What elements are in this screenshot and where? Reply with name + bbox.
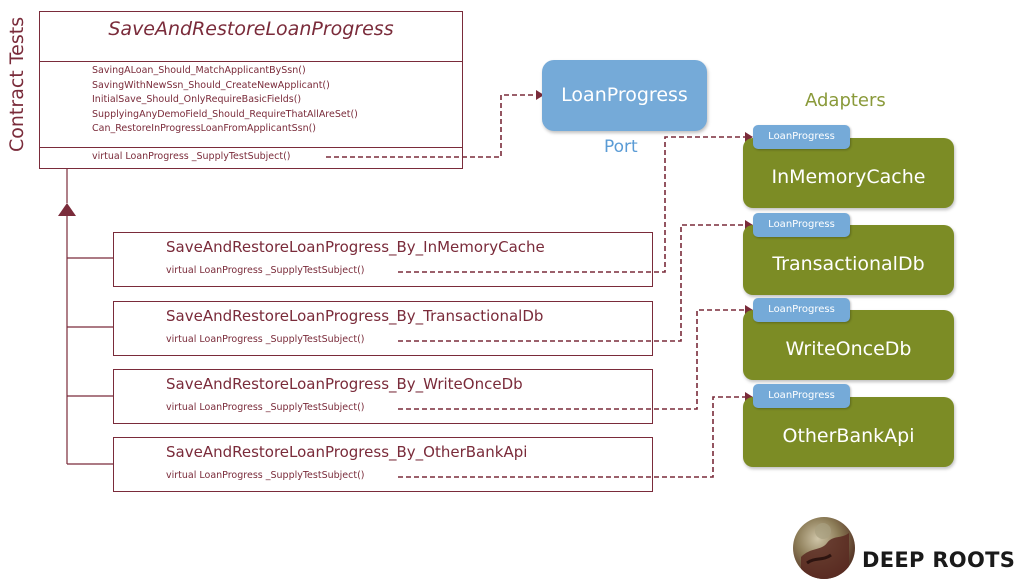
method-item: SavingWithNewSsn_Should_CreateNewApplica… [92,79,330,91]
subclass-method: virtual LoanProgress _SupplyTestSubject(… [166,402,365,413]
port-label: Port [604,137,638,157]
adapter-port-tab: LoanProgress [753,213,850,237]
connector-transactionaldb [398,224,745,342]
connector-arrowhead [536,90,544,100]
base-class-methods: SavingALoan_Should_MatchApplicantBySsn()… [92,64,358,137]
abstract-method: virtual LoanProgress _SupplyTestSubject(… [92,151,291,162]
inheritance-arrowhead [58,203,76,216]
class-divider [40,147,462,148]
adapter-otherbankapi: OtherBankApi [743,397,954,467]
subclass-title: SaveAndRestoreLoanProgress_By_OtherBankA… [166,443,528,461]
connector-otherbankapi [398,396,745,478]
adapter-transactionaldb: TransactionalDb [743,225,954,295]
adapter-port-tab: LoanProgress [753,298,850,322]
subclass-title: SaveAndRestoreLoanProgress_By_WriteOnceD… [166,375,523,393]
contract-tests-label: Contract Tests [6,16,28,152]
method-item: Can_RestoreInProgressLoanFromApplicantSs… [92,123,316,135]
base-class-box: SaveAndRestoreLoanProgress [39,11,463,169]
logo-text: DEEP ROOTS [862,548,1016,572]
base-class-title: SaveAndRestoreLoanProgress [108,18,394,40]
adapter-inmemorycache: InMemoryCache [743,138,954,208]
adapter-port-tab: LoanProgress [753,384,850,408]
subclass-box-inmemorycache: SaveAndRestoreLoanProgress_By_InMemoryCa… [113,232,653,287]
subclass-title: SaveAndRestoreLoanProgress_By_Transactio… [166,307,544,325]
subclass-box-writeoncedb: SaveAndRestoreLoanProgress_By_WriteOnceD… [113,369,653,424]
adapter-port-tab: LoanProgress [753,125,850,149]
connector-writeoncedb [398,309,745,410]
subclass-method: virtual LoanProgress _SupplyTestSubject(… [166,470,365,481]
subclass-method: virtual LoanProgress _SupplyTestSubject(… [166,265,365,276]
method-item: InitialSave_Should_OnlyRequireBasicField… [92,94,302,106]
class-divider [40,61,462,62]
connector-inmemorycache [398,136,745,273]
deep-roots-logo-icon [793,517,855,579]
port-box: LoanProgress [542,60,707,131]
subclass-title: SaveAndRestoreLoanProgress_By_InMemoryCa… [166,238,545,256]
subclass-box-transactionaldb: SaveAndRestoreLoanProgress_By_Transactio… [113,301,653,356]
method-item: SavingALoan_Should_MatchApplicantBySsn() [92,65,306,76]
adapters-label: Adapters [805,90,886,111]
method-item: SupplyingAnyDemoField_Should_RequireThat… [92,108,358,120]
subclass-box-otherbankapi: SaveAndRestoreLoanProgress_By_OtherBankA… [113,437,653,492]
subclass-method: virtual LoanProgress _SupplyTestSubject(… [166,334,365,345]
